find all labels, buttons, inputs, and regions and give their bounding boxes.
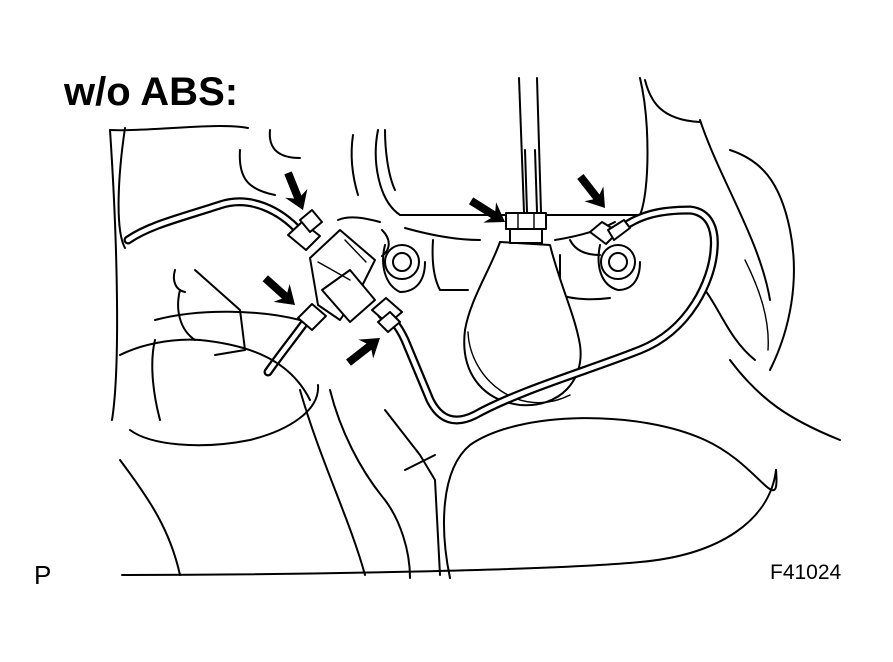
push-rod [518, 77, 542, 213]
master-cylinder [350, 77, 649, 301]
left-canister [119, 129, 320, 576]
figure-code: F41024 [770, 561, 842, 584]
body-outline [109, 79, 841, 579]
center-post [299, 389, 441, 579]
top-union-nut [505, 212, 547, 244]
arrows [262, 171, 605, 366]
right-union-nut [589, 219, 631, 245]
lower-left-union-nut [297, 303, 327, 331]
brake-pipes [123, 197, 719, 425]
arrow-lower-left-nut [262, 275, 295, 305]
arrow-top-nut [468, 197, 505, 223]
arrow-lower-right-nut [346, 338, 380, 366]
proportioning-valve [309, 216, 390, 323]
corner-label: P [34, 560, 52, 590]
arrow-upper-left-nut [284, 171, 308, 210]
valve-bulb [463, 241, 582, 407]
lower-right-union-nut [371, 297, 403, 333]
arrow-right-nut [577, 174, 605, 208]
upper-left-union-nut [287, 209, 323, 251]
diagram-title: w/o ABS: [64, 70, 239, 114]
